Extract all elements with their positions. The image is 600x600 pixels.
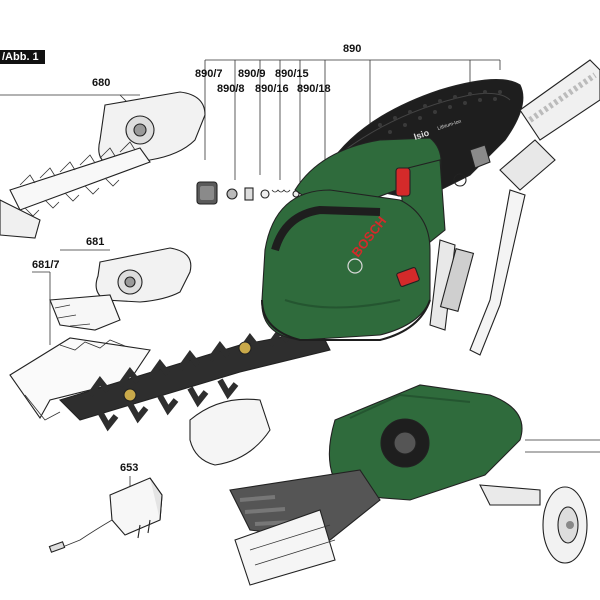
label-890-8: 890/8 xyxy=(217,83,245,95)
hedge-blade-dark xyxy=(58,326,331,432)
label-890-7: 890/7 xyxy=(195,68,223,80)
label-890-9: 890/9 xyxy=(238,68,266,80)
figure-tag: /Abb. 1 xyxy=(2,51,39,63)
telescopic-handle xyxy=(429,59,600,356)
label-680: 680 xyxy=(92,77,110,89)
bottom-frame xyxy=(234,509,336,586)
label-890-18: 890/18 xyxy=(297,83,331,95)
hedge-blade-base-680 xyxy=(98,91,206,166)
label-890-15: 890/15 xyxy=(275,68,309,80)
shear-tool-890: BOSCH Isio Lithium-Ion xyxy=(261,79,524,341)
model-name: Isio xyxy=(413,127,431,141)
bottom-guard: ‎ xyxy=(189,398,271,466)
label-653: 653 xyxy=(120,462,138,474)
blade-base-attachment xyxy=(328,384,523,501)
wheel xyxy=(542,486,588,564)
label-890: 890 xyxy=(343,43,361,55)
grass-blade-base-681 xyxy=(95,247,192,303)
hedge-blade-680 xyxy=(0,141,151,239)
label-890-16: 890/16 xyxy=(255,83,289,95)
grass-blade-681 xyxy=(49,294,121,331)
label-681: 681 xyxy=(86,236,104,248)
charger-653 xyxy=(48,477,163,553)
small-parts-row xyxy=(196,181,300,205)
figure-tag-box xyxy=(0,50,45,64)
wheel-axle xyxy=(479,439,600,506)
label-681-7: 681/7 xyxy=(32,259,60,271)
